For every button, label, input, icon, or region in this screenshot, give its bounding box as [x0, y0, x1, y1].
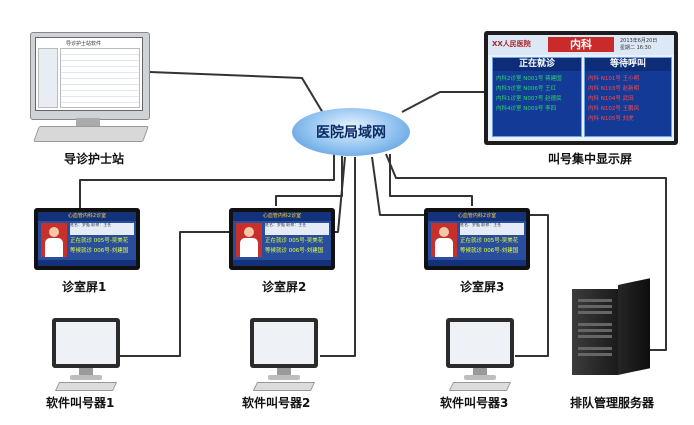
- waiting-panel: 等待呼叫 内科 N101号 王小明 内科 N103号 赵新明 内科 N104号 …: [584, 57, 672, 137]
- in-service-panel: 正在就诊 内科2诊室 N001号 蒋建国 内科3诊室 N006号 王红 内科1诊…: [492, 57, 582, 137]
- room-header: 心血管内科2诊室: [428, 212, 526, 221]
- link-call-display: [401, 91, 484, 113]
- doctor-info: 姓名：罗甄 职称：主任: [70, 223, 134, 235]
- lan-label: 医院局域网: [316, 125, 386, 141]
- next-waiting: 等候就诊 006号-刘建国: [70, 248, 129, 254]
- room-header: 心血管内科2诊室: [38, 212, 136, 221]
- caller1-label: 软件叫号器1: [46, 396, 115, 410]
- waiting-row: 内科 N103号 赵新明: [588, 86, 640, 92]
- room2-label: 诊室屏2: [262, 280, 307, 294]
- link-caller2: [320, 157, 356, 357]
- hospital-logo-text: XX人民医院: [492, 40, 531, 48]
- room-header: 心血管内科2诊室: [233, 212, 331, 221]
- in-service-header: 正在就诊: [493, 58, 581, 71]
- central-call-display: XX人民医院 内科 2013年6月20日星期二 16:30 正在就诊 内科2诊室…: [484, 31, 678, 145]
- link-caller1: [120, 156, 346, 357]
- room1-label: 诊室屏1: [62, 280, 107, 294]
- in-service-row: 内科4诊室 N009号 李四: [496, 106, 557, 112]
- hospital-lan-node: 医院局域网: [292, 108, 410, 156]
- nurse-station-computer: 导诊护士站软件: [30, 32, 150, 144]
- call-display-label: 叫号集中显示屏: [548, 152, 633, 166]
- caller-pc-1: [52, 318, 122, 392]
- next-waiting: 等候就诊 006号-刘建国: [460, 248, 519, 254]
- link-nurse-station: [149, 71, 327, 119]
- link-room3: [389, 154, 473, 206]
- display-time: 星期二 16:30: [620, 45, 651, 51]
- server-label: 排队管理服务器: [570, 396, 655, 410]
- link-room2: [275, 156, 343, 206]
- waiting-row: 内科 N101号 王小明: [588, 76, 640, 82]
- room3-label: 诊室屏3: [460, 280, 505, 294]
- doctor-photo: [41, 223, 67, 257]
- doctor-info: 姓名：罗甄 职称：主任: [265, 223, 329, 235]
- in-service-row: 内科2诊室 N001号 蒋建国: [496, 76, 562, 82]
- in-service-row: 内科1诊室 N007号 赵德民: [496, 96, 562, 102]
- in-service-row: 内科3诊室 N006号 王红: [496, 86, 557, 92]
- caller3-label: 软件叫号器3: [440, 396, 509, 410]
- now-serving: 正在就诊 005号-吴美花: [265, 238, 324, 244]
- link-caller3: [371, 156, 549, 357]
- waiting-row: 内科 N102号 王鹏风: [588, 106, 640, 112]
- room-screen-3: 心血管内科2诊室 姓名：罗甄 职称：主任 正在就诊 005号-吴美花 等候就诊 …: [424, 208, 530, 270]
- waiting-row: 内科 N104号 武田: [588, 96, 634, 102]
- link-server: [385, 153, 667, 351]
- waiting-header: 等待呼叫: [585, 58, 671, 71]
- doctor-photo: [236, 223, 262, 257]
- doctor-photo: [431, 223, 457, 257]
- now-serving: 正在就诊 005号-吴美花: [70, 238, 129, 244]
- station-software-title: 导诊护士站软件: [66, 41, 102, 47]
- display-dept: 内科: [548, 37, 614, 52]
- nurse-station-label: 导诊护士站: [64, 152, 125, 166]
- caller-pc-3: [446, 318, 516, 392]
- display-date: 2013年6月20日: [620, 38, 658, 44]
- next-waiting: 等候就诊 006号-刘建国: [265, 248, 324, 254]
- queue-server: [572, 278, 650, 377]
- doctor-info: 姓名：罗甄 职称：主任: [460, 223, 524, 235]
- caller2-label: 软件叫号器2: [242, 396, 311, 410]
- room-screen-2: 心血管内科2诊室 姓名：罗甄 职称：主任 正在就诊 005号-吴美花 等候就诊 …: [229, 208, 335, 270]
- caller-pc-2: [250, 318, 320, 392]
- waiting-row: 内科 N105号 刘虎: [588, 116, 634, 122]
- now-serving: 正在就诊 005号-吴美花: [460, 238, 519, 244]
- room-screen-1: 心血管内科2诊室 姓名：罗甄 职称：主任 正在就诊 005号-吴美花 等候就诊 …: [34, 208, 140, 270]
- link-room1: [79, 154, 335, 208]
